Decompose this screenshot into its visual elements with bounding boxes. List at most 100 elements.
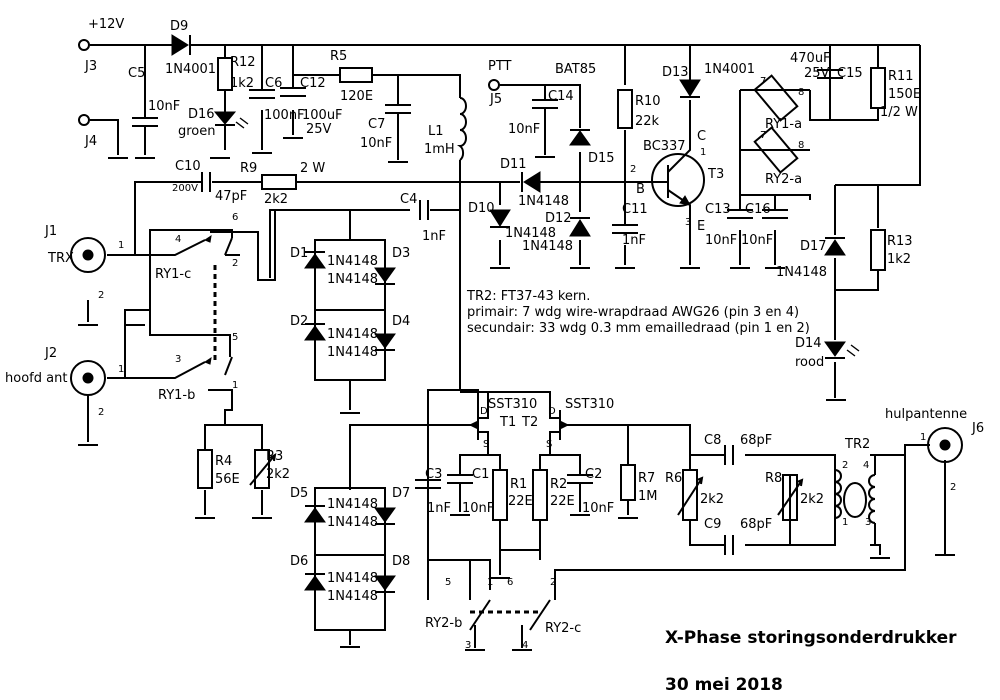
label-j6: J6 [971, 421, 984, 436]
pin-number: 1 [920, 432, 926, 443]
label-c6: C6 [265, 76, 282, 91]
label-hoofd: hoofd ant [5, 371, 67, 386]
label-d3: D3 [392, 246, 410, 261]
label-c7-val: 10nF [360, 136, 392, 151]
label-d17-val: 1N4148 [776, 265, 827, 280]
label-c15: C15 [837, 66, 863, 81]
j3-terminal [78, 39, 90, 51]
pin-number: 3 [685, 217, 691, 228]
r2-body [532, 469, 548, 521]
label-c11: C11 [622, 202, 648, 217]
labels: +12V J3 J4 D9 1N4001 R12 1k2 C5 10nF C6 … [5, 17, 984, 651]
note-line2: primair: 7 wdg wire-wrapdraad AWG26 (pin… [467, 305, 799, 320]
label-c2-val: 10nF [582, 501, 614, 516]
label-c8-val: 68pF [740, 433, 772, 448]
label-d14-val: rood [795, 355, 824, 370]
inductor-l1 [456, 97, 467, 161]
j1-connector [70, 237, 106, 273]
label-c9-val: 68pF [740, 517, 772, 532]
c8-symbol [724, 445, 734, 465]
pin-number: 4 [175, 234, 181, 245]
label-t3-e: E [697, 219, 705, 234]
j2-connector [70, 360, 106, 396]
label-c10-volt: 200V [172, 183, 198, 194]
c12-symbol [280, 87, 306, 97]
label-d16: D16 [188, 107, 215, 122]
label-sst1: SST310 [488, 397, 537, 412]
pin-number: 2 [842, 460, 848, 471]
label-r6-val: 2k2 [700, 492, 724, 507]
notes: TR2: FT37-43 kern. primair: 7 wdg wire-w… [466, 289, 957, 695]
pin-number: 1 [842, 517, 848, 528]
c9-symbol [724, 535, 734, 555]
label-t1-s: S [483, 439, 489, 450]
label-c16: C16 [745, 202, 771, 217]
label-r9-val: 2k2 [264, 192, 288, 207]
label-d14: D14 [795, 336, 822, 351]
pin-number: 6 [232, 212, 238, 223]
pin-number: 1 [487, 577, 493, 588]
label-j2: J2 [44, 346, 57, 361]
pin-number: 2 [550, 577, 556, 588]
label-tr2: TR2 [844, 437, 870, 452]
label-bat85: BAT85 [555, 62, 596, 77]
label-r7: R7 [638, 471, 655, 486]
label-supply: +12V [88, 17, 124, 32]
label-d15: D15 [588, 151, 615, 166]
label-c12: C12 [300, 76, 326, 91]
label-l1-val: 1mH [424, 142, 455, 157]
label-c10-val: 47pF [215, 189, 247, 204]
label-c10: C10 [175, 159, 201, 174]
label-d5: D5 [290, 486, 308, 501]
label-c12-val: 100uF [302, 108, 343, 123]
label-d8-val: 1N4148 [327, 589, 378, 604]
r12-body [217, 57, 233, 91]
label-r7-val: 1M [638, 489, 658, 504]
pin-number: 1 [118, 364, 124, 375]
label-d5-val: 1N4148 [327, 497, 378, 512]
label-j5: J5 [489, 92, 502, 107]
label-r4: R4 [215, 454, 232, 469]
label-c3-val: 1nF [427, 501, 451, 516]
label-c2: C2 [585, 467, 602, 482]
pin-number: 2 [98, 407, 104, 418]
label-d17: D17 [800, 239, 827, 254]
label-l1: L1 [428, 124, 444, 139]
label-t1-d: D [480, 406, 488, 417]
note-line1: TR2: FT37-43 kern. [466, 289, 590, 304]
label-t3: T3 [707, 167, 724, 182]
pin-number: 5 [232, 332, 238, 343]
label-d7: D7 [392, 486, 410, 501]
r13-body [870, 229, 886, 271]
pin-number: 2 [98, 290, 104, 301]
label-c5: C5 [128, 66, 145, 81]
label-r5: R5 [330, 49, 347, 64]
label-trx: TRX [47, 251, 74, 266]
label-r4-val: 56E [215, 472, 240, 487]
label-d6-val: 1N4148 [327, 571, 378, 586]
pin-number: 1 [118, 240, 124, 251]
label-j4: J4 [84, 134, 97, 149]
j6-connector [927, 427, 963, 463]
label-t2-s: S [546, 439, 552, 450]
pin-number: 3 [865, 517, 871, 528]
r10-body [617, 89, 633, 129]
label-c7: C7 [368, 117, 385, 132]
j5-terminal [488, 79, 500, 91]
label-r2: R2 [550, 477, 567, 492]
capacitors [132, 69, 843, 600]
label-t3-b: B [636, 182, 645, 197]
label-c16-val: 10nF [741, 233, 773, 248]
label-r1: R1 [510, 477, 527, 492]
pin-number: 7 [760, 130, 766, 141]
label-d9-val: 1N4001 [165, 62, 216, 77]
label-r6: R6 [665, 471, 682, 486]
c10-symbol [201, 172, 211, 192]
label-c13: C13 [705, 202, 731, 217]
label-sst2: SST310 [565, 397, 614, 412]
r7-body [620, 464, 636, 501]
label-c13-val: 10nF [705, 233, 737, 248]
label-r10-val: 22k [635, 114, 660, 129]
label-ry2b: RY2-b [425, 616, 462, 631]
label-r5-val: 120E [340, 89, 373, 104]
